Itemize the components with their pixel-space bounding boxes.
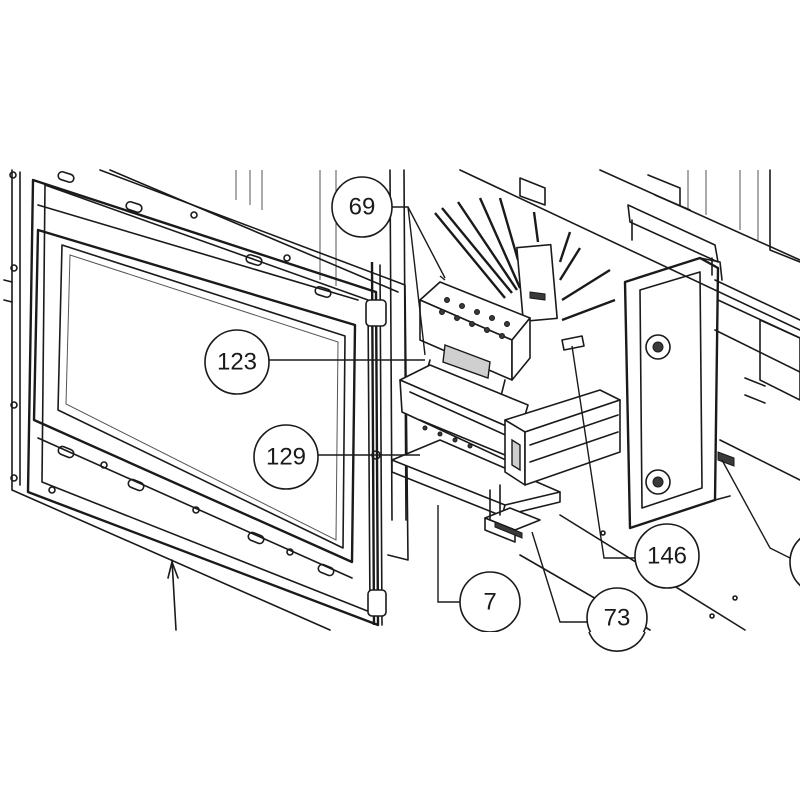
bracket (484, 484, 541, 543)
callout-73-label: 73 (604, 605, 631, 632)
outer-housing-frame (3, 169, 337, 631)
callout-7-label: 7 (483, 589, 496, 616)
callout-129: 129 (253, 424, 319, 490)
callout-123-label: 123 (217, 349, 257, 376)
callout-69-label: 69 (349, 194, 376, 221)
side-door-panel (561, 256, 731, 530)
callout-146-label: 146 (647, 543, 687, 570)
leader-lines (268, 206, 791, 623)
callout-7: 7 (459, 571, 521, 633)
callout-129-label: 129 (266, 444, 306, 471)
callout-123: 123 (204, 329, 270, 395)
callout-146: 146 (634, 523, 700, 589)
door-frame (26, 169, 409, 627)
base-plate (391, 439, 561, 517)
callout-69: 69 (331, 176, 393, 238)
burner-block (419, 281, 531, 401)
burner-tray (399, 364, 529, 463)
slide-rail (504, 389, 621, 486)
ember-bars (434, 197, 616, 323)
callout-partial-right (789, 537, 800, 587)
